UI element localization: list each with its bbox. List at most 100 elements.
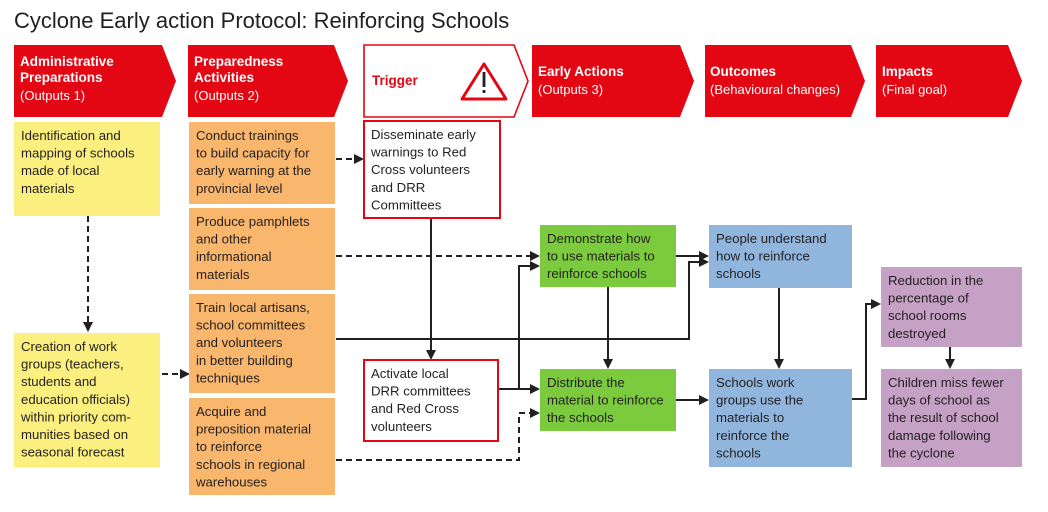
- box-text-line: percentage of: [888, 291, 969, 306]
- box-acquire: Acquire and preposition material to reinfo…: [189, 398, 335, 495]
- box-text-line: informational: [196, 249, 272, 264]
- box-text-line: destroyed: [888, 326, 946, 341]
- box-children: Children miss fewer days of school as the …: [881, 369, 1022, 467]
- header-title: Activities: [194, 70, 254, 85]
- box-text-line: material to reinforce: [547, 393, 664, 408]
- box-text-line: munities based on: [21, 427, 128, 442]
- box-text-line: education officials): [21, 392, 130, 407]
- box-text-line: Train local artisans,: [196, 300, 310, 315]
- box-text-line: groups use the: [716, 393, 803, 408]
- connector-arrow: [336, 408, 540, 461]
- box-text-line: Produce pamphlets: [196, 214, 310, 229]
- header-outcomes: Outcomes(Behavioural changes): [705, 45, 865, 117]
- header-chevron-shape: [188, 45, 348, 117]
- box-text-line: to reinforce: [196, 439, 262, 454]
- header-subtitle: (Outputs 2): [194, 88, 259, 103]
- box-text-line: Creation of work: [21, 339, 117, 354]
- box-text-line: schools: [716, 266, 761, 281]
- box-text-line: Acquire and: [196, 404, 266, 419]
- box-text-line: within priority com-: [20, 409, 131, 424]
- box-text-line: the cyclone: [888, 445, 955, 460]
- box-text-line: and Red Cross: [371, 401, 459, 416]
- box-text-line: Demonstrate how: [547, 231, 651, 246]
- box-text-line: People understand: [716, 231, 827, 246]
- box-text-line: and DRR: [371, 180, 425, 195]
- box-text-line: materials: [196, 267, 250, 282]
- box-text-line: DRR committees: [371, 384, 471, 399]
- box-text-line: Cross volunteers: [371, 162, 470, 177]
- box-text-line: school rooms: [888, 308, 967, 323]
- page-title: Cyclone Early action Protocol: Reinforci…: [14, 8, 509, 33]
- box-text-line: materials to: [716, 410, 784, 425]
- header-early-actions: Early Actions(Outputs 3): [532, 45, 694, 117]
- box-text-line: to use materials to: [547, 249, 655, 264]
- box-text-line: Identification and: [21, 128, 121, 143]
- header-chevron-shape: [14, 45, 176, 117]
- connectors: [83, 154, 955, 461]
- box-text-line: warnings to Red: [370, 145, 466, 160]
- box-text-line: reinforce schools: [547, 266, 647, 281]
- header-chevron-shape: [705, 45, 865, 117]
- box-text-line: how to reinforce: [716, 249, 810, 264]
- box-text-line: preposition material: [196, 422, 311, 437]
- box-text-line: mapping of schools: [21, 146, 135, 161]
- box-text-line: Committees: [371, 197, 442, 212]
- header-chevron-shape: [532, 45, 694, 117]
- box-demonstrate: Demonstrate how to use materials to reinfo…: [540, 225, 676, 287]
- box-identification: Identification and mapping of schools made…: [14, 122, 160, 216]
- box-text-line: Activate local: [371, 366, 449, 381]
- header-trigger: Trigger: [363, 44, 529, 118]
- box-text-line: reinforce the: [716, 428, 789, 443]
- box-text-line: groups (teachers,: [21, 357, 124, 372]
- connector-arrow: [852, 299, 881, 400]
- header-subtitle: (Outputs 1): [20, 88, 85, 103]
- header-title: Preparations: [20, 70, 103, 85]
- box-text-line: techniques: [196, 370, 260, 385]
- header-chevron-shape: [876, 45, 1022, 117]
- box-text-line: in better building: [196, 353, 293, 368]
- box-text-line: school committees: [196, 318, 306, 333]
- box-text-line: Conduct trainings: [196, 128, 299, 143]
- box-text-line: Schools work: [716, 375, 795, 390]
- box-text-line: the result of school: [888, 410, 999, 425]
- header-title: Preparedness: [194, 54, 283, 69]
- header-title: Impacts: [882, 64, 933, 79]
- box-use-materials: Schools work groups use the materials to re…: [709, 369, 852, 467]
- box-text-line: volunteers: [371, 419, 432, 434]
- header-subtitle: (Final goal): [882, 82, 947, 97]
- box-text-line: warehouses: [195, 474, 268, 489]
- header-title: Outcomes: [710, 64, 776, 79]
- box-text-line: the schools: [547, 410, 614, 425]
- header-impacts: Impacts (Final goal): [876, 45, 1022, 117]
- box-text-line: days of school as: [888, 393, 990, 408]
- box-artisans: Train local artisans, school committees an…: [189, 294, 335, 393]
- box-text-line: schools: [716, 445, 761, 460]
- warning-triangle-icon: [460, 62, 508, 101]
- box-text-line: Disseminate early: [371, 127, 476, 142]
- header-title: Administrative: [20, 54, 114, 69]
- box-text-line: provincial level: [196, 181, 283, 196]
- box-text-line: Children miss fewer: [888, 375, 1004, 390]
- box-text-line: seasonal forecast: [21, 445, 125, 460]
- box-text-line: schools in regional: [196, 457, 305, 472]
- box-text-line: students and: [21, 374, 97, 389]
- box-text-line: and volunteers: [196, 335, 283, 350]
- box-work-groups: Creation of work groups (teachers, student…: [14, 333, 160, 467]
- connector-arrow: [498, 261, 540, 390]
- connector-arrow: [336, 257, 709, 340]
- box-understand: People understand how to reinforce schools: [709, 225, 852, 288]
- activity-boxes: Identification and mapping of schools made…: [14, 120, 1022, 495]
- header-subtitle: (Outputs 3): [538, 82, 603, 97]
- box-text-line: early warning at the: [196, 163, 311, 178]
- box-text-line: made of local: [21, 163, 100, 178]
